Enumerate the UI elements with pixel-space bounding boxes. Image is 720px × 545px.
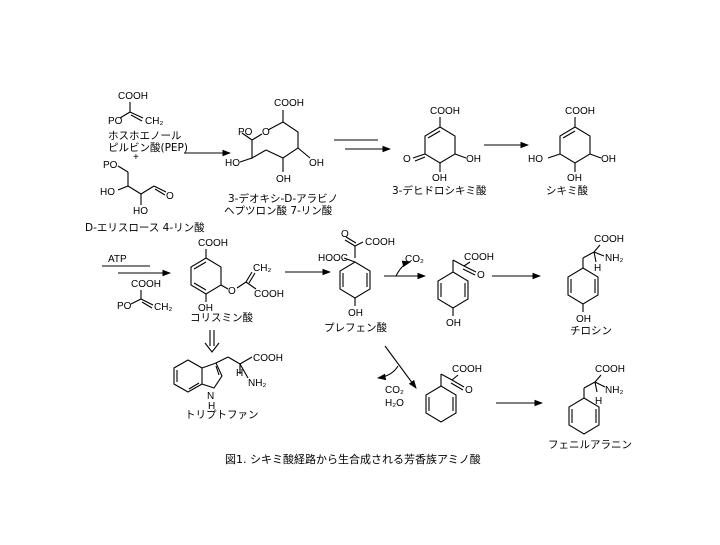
trp-h-label: H: [236, 368, 243, 379]
tyrosine-name: チロシン: [570, 325, 612, 337]
dahp-structure: COOH O OH OH HO PO: [225, 98, 324, 185]
phe-cooh-label: COOH: [595, 364, 625, 375]
dahp-ho-label: HO: [225, 158, 240, 169]
dhs-structure: COOH O OH OH: [403, 106, 481, 184]
shikimate-structure: COOH HO OH OH: [528, 106, 616, 184]
co2-bottom-label: CO₂: [385, 385, 404, 396]
dhs-name: 3-デヒドロシキミ酸: [392, 184, 487, 197]
dhs-cooh-label: COOH: [430, 106, 460, 117]
ppa-cooh-label: COOH: [452, 364, 482, 375]
atp-label: ATP: [108, 254, 127, 265]
hpp-cooh-label: COOH: [464, 252, 494, 263]
trp-n-label: N: [207, 391, 214, 402]
e4p-ho2-label: HO: [133, 206, 148, 217]
dahp-name-line2: ヘプツロン酸 7-リン酸: [224, 204, 333, 217]
prephenate-o-label: O: [341, 229, 349, 240]
dahp-ring-o-label: O: [262, 127, 270, 138]
pep2-po-label: PO: [117, 301, 132, 312]
arrow-prephenate-phenylpyruvate: [384, 345, 417, 389]
tryptophan-structure: N H COOH H NH₂: [173, 353, 283, 412]
co2-top-label: CO₂: [405, 254, 424, 265]
pep-po-label: PO: [108, 116, 123, 127]
plus-sign: +: [133, 152, 139, 163]
e4p-ho-label: HO: [100, 187, 115, 198]
arrow-co2-release-top: [395, 260, 412, 277]
pep2-ch2-label: CH₂: [154, 302, 172, 313]
pep2-cooh-label: COOH: [131, 279, 161, 290]
prephenate-name: プレフェン酸: [324, 321, 387, 334]
chorismate-ch2-label: CH₂: [253, 263, 271, 274]
pep-cooh-label: COOH: [118, 91, 148, 102]
arrow-trp-head: [204, 342, 220, 353]
prephenate-hooc-label: HOOC: [318, 253, 348, 264]
pep-ch2-label: CH₂: [145, 116, 163, 127]
phenylalanine-structure: COOH NH₂ H: [568, 364, 625, 435]
dahp-oh2-label: OH: [276, 174, 291, 185]
dahp-cooh-label: COOH: [274, 98, 304, 109]
shikimate-name: シキミ酸: [546, 184, 588, 197]
phe-nh2-label: NH₂: [605, 385, 623, 396]
tyr-nh2-label: NH₂: [605, 253, 623, 264]
e4p-name: D-エリスロース 4-リン酸: [85, 221, 205, 234]
phe-h-label: H: [595, 396, 602, 407]
e4p-structure: PO O HO HO: [100, 160, 174, 217]
tryptophan-name: トリプトファン: [185, 409, 259, 421]
dahp-oh1-label: OH: [309, 158, 324, 169]
shikimate-cooh-label: COOH: [565, 106, 595, 117]
pep-name-line1: ホスホエノール: [108, 130, 182, 142]
chorismate-oh-label: OH: [198, 303, 213, 314]
dhs-oh1-label: OH: [466, 154, 481, 165]
tyr-cooh-label: COOH: [594, 234, 624, 245]
pep-structure: COOH PO CH₂: [108, 91, 163, 127]
phenylpyruvate-structure: COOH O: [425, 364, 482, 423]
chorismate-ether-o-label: O: [228, 286, 236, 297]
arrow-co2-release-bottom: [376, 365, 399, 381]
chorismate-cooh2-label: COOH: [254, 289, 284, 300]
prephenate-structure: COOH O HOOC OH: [318, 229, 395, 319]
chorismate-name: コリスミン酸: [190, 311, 253, 324]
tyr-oh-label: OH: [576, 314, 591, 325]
h2o-label: H₂O: [385, 398, 404, 409]
prephenate-oh-label: OH: [348, 308, 363, 319]
hpp-o-label: O: [477, 270, 485, 281]
figure-caption: 図1. シキミ酸経路から生合成される芳香族アミノ酸: [225, 452, 481, 466]
tyr-h-label: H: [594, 263, 601, 274]
chorismate-cooh-label: COOH: [198, 238, 228, 249]
phenylalanine-name: フェニルアラニン: [548, 439, 632, 451]
ppa-o-label: O: [465, 385, 473, 396]
hpp-oh-label: OH: [446, 318, 461, 329]
dahp-name-line1: 3-デオキシ-D-アラビノ: [228, 192, 338, 205]
pep-name-line2: ピルビン酸(PEP): [108, 141, 188, 154]
prephenate-cooh-label: COOH: [365, 237, 395, 248]
trp-nh-label: H: [208, 401, 215, 412]
e4p-po-label: PO: [103, 160, 118, 171]
hpp-structure: COOH O OH: [437, 252, 494, 329]
trp-cooh-label: COOH: [253, 353, 283, 364]
tyrosine-structure: COOH NH₂ H OH: [567, 234, 624, 325]
trp-nh2-label: NH₂: [248, 378, 266, 389]
dhs-o-label: O: [403, 154, 411, 165]
e4p-o-label: O: [166, 191, 174, 202]
shikimate-oh2-label: OH: [567, 173, 582, 184]
chorismate-structure: COOH OH O CH₂ COOH: [190, 238, 284, 314]
dahp-po-label: PO: [238, 127, 253, 138]
shikimate-ho-label: HO: [528, 154, 543, 165]
dhs-oh2-label: OH: [432, 173, 447, 184]
shikimate-oh1-label: OH: [601, 154, 616, 165]
pep2-structure: COOH PO CH₂: [117, 279, 172, 313]
